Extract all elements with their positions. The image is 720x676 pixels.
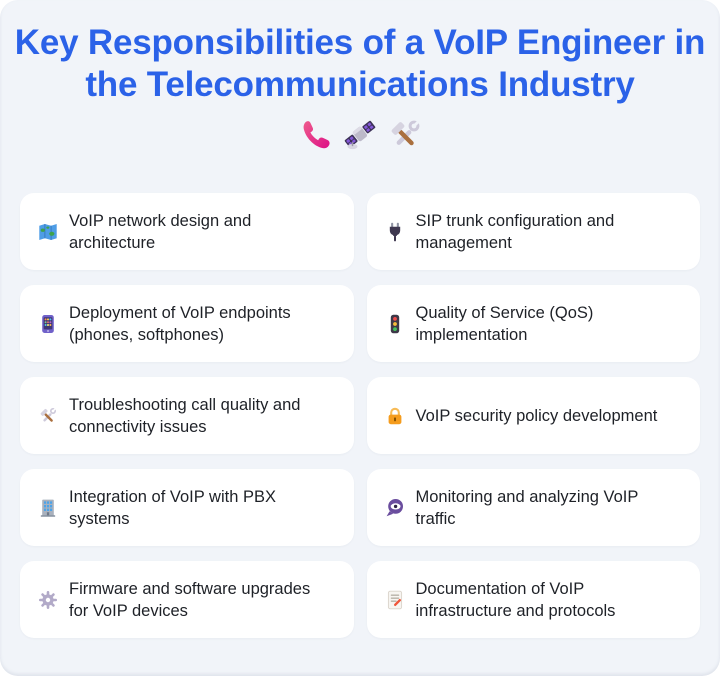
responsibility-card: Firmware and software upgrades for VoIP … [20, 561, 354, 638]
card-text: Monitoring and analyzing VoIP traffic [415, 487, 639, 528]
eye-in-speech-bubble-icon [385, 498, 405, 518]
responsibility-card: Quality of Service (QoS) implementation [366, 285, 700, 362]
card-text: Quality of Service (QoS) implementation [415, 303, 594, 344]
responsibility-card: Troubleshooting call quality and connect… [20, 377, 354, 454]
card-text: Firmware and software upgrades for VoIP … [69, 579, 311, 620]
hammer-wrench-icon [38, 406, 58, 426]
responsibility-card: Monitoring and analyzing VoIP traffic [366, 469, 700, 546]
hammer-and-wrench-icon [387, 117, 423, 153]
page-title: Key Responsibilities of a VoIP Engineer … [14, 23, 706, 104]
responsibility-card: Integration of VoIP with PBX systems [20, 469, 354, 546]
satellite-icon [342, 117, 378, 153]
lock-icon [385, 406, 405, 426]
card-text: Troubleshooting call quality and connect… [69, 395, 301, 436]
responsibility-card: Deployment of VoIP endpoints (phones, so… [20, 285, 354, 362]
telephone-receiver-icon [297, 117, 333, 153]
office-building-icon [38, 498, 58, 518]
gear-icon [38, 590, 58, 610]
header-icon-row [0, 116, 720, 154]
mobile-phone-icon [38, 314, 58, 334]
responsibility-card: VoIP network design and architecture [20, 193, 354, 270]
memo-icon [385, 590, 405, 610]
responsibility-card: Documentation of VoIP infrastructure and… [366, 561, 700, 638]
electric-plug-icon [385, 222, 405, 242]
card-text: Deployment of VoIP endpoints (phones, so… [69, 303, 291, 344]
card-text: VoIP network design and architecture [69, 211, 252, 252]
responsibility-card: VoIP security policy development [366, 377, 700, 454]
world-map-icon [38, 222, 58, 242]
card-text: SIP trunk configuration and management [415, 211, 615, 252]
traffic-light-icon [385, 314, 405, 334]
card-text: Documentation of VoIP infrastructure and… [415, 579, 616, 620]
card-text: Integration of VoIP with PBX systems [69, 487, 276, 528]
card-text: VoIP security policy development [415, 406, 658, 425]
responsibilities-grid: VoIP network design and architecture SIP … [20, 193, 700, 638]
responsibility-card: SIP trunk configuration and management [366, 193, 700, 270]
